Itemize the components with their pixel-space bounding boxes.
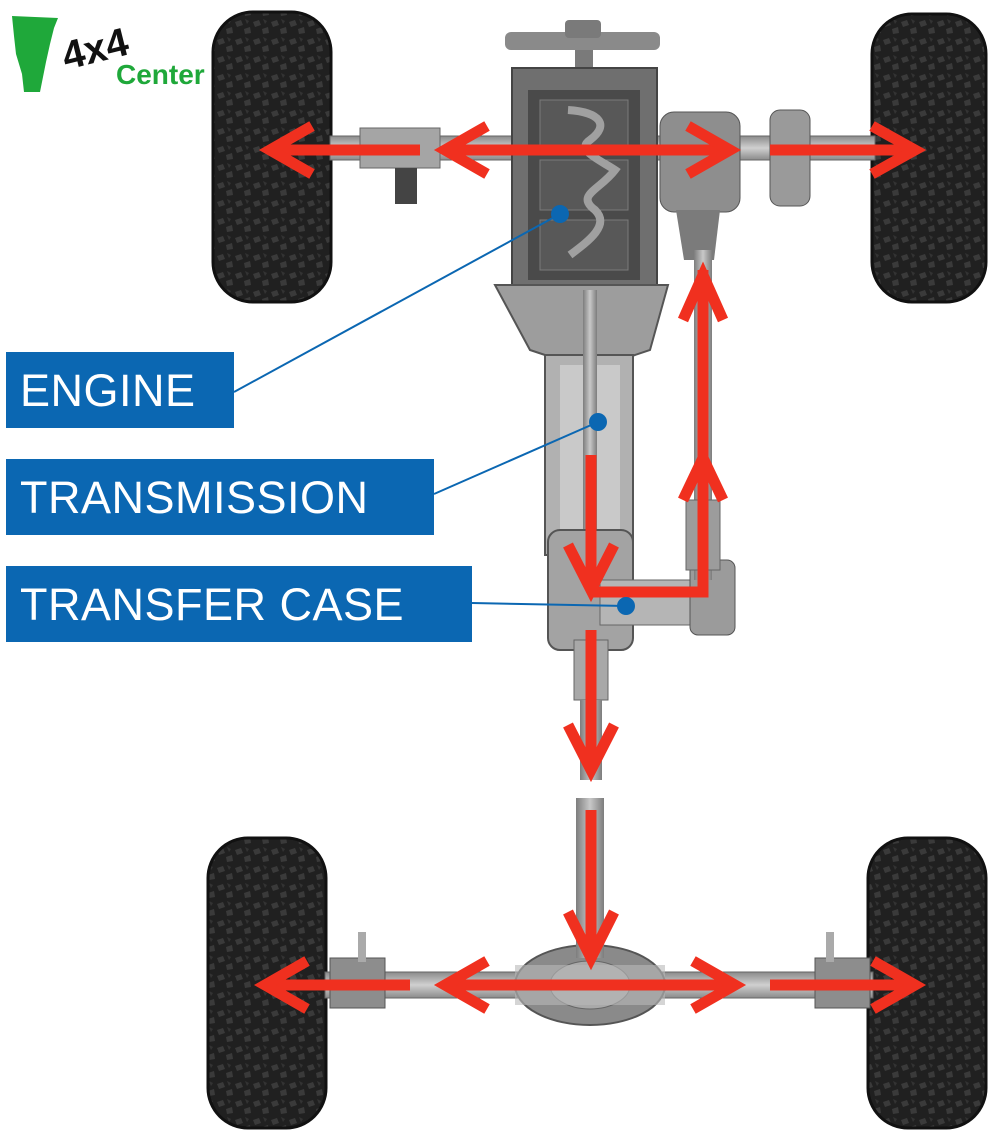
engine-block — [505, 20, 660, 291]
arrow-transfer-branch — [591, 560, 709, 598]
engine-label: ENGINE — [6, 352, 234, 428]
engine-leader-line — [233, 213, 561, 393]
arrow-front-center-right-head — [685, 121, 742, 179]
arrow-rear-driveshaft-lower-head — [563, 909, 619, 971]
arrow-rear-driveshaft-upper-head — [563, 722, 619, 783]
transmission-dot — [589, 413, 607, 431]
leader-dots — [551, 205, 635, 615]
arrow-front-driveshaft-head-lower — [678, 445, 728, 503]
vermont-state-icon — [12, 16, 58, 92]
arrow-front-left-head — [258, 121, 315, 179]
engine-dot — [551, 205, 569, 223]
transfer-case-dot — [617, 597, 635, 615]
transmission-leader-line — [433, 421, 599, 495]
arrow-front-driveshaft-head-upper — [677, 261, 729, 323]
front-right-tire — [870, 12, 988, 304]
arrow-front-right-head — [869, 121, 927, 179]
arrow-rear-right-head — [870, 956, 927, 1014]
logo-center-text: Center — [116, 59, 205, 90]
transmission-housing — [493, 284, 670, 570]
leader-lines — [233, 213, 627, 607]
arrow-rear-center-left-head — [433, 956, 490, 1014]
logo: 4x4 Center — [12, 16, 205, 92]
transfer-case-leader-line — [471, 602, 627, 607]
arrow-rear-center-right-head — [690, 956, 747, 1014]
arrow-front-center-left-head — [433, 121, 490, 179]
transmission-label: TRANSMISSION — [6, 459, 434, 535]
power-flow-arrows — [253, 121, 927, 1014]
arrow-rear-left-head — [253, 956, 310, 1014]
transfer-case-label: TRANSFER CASE — [6, 566, 472, 642]
